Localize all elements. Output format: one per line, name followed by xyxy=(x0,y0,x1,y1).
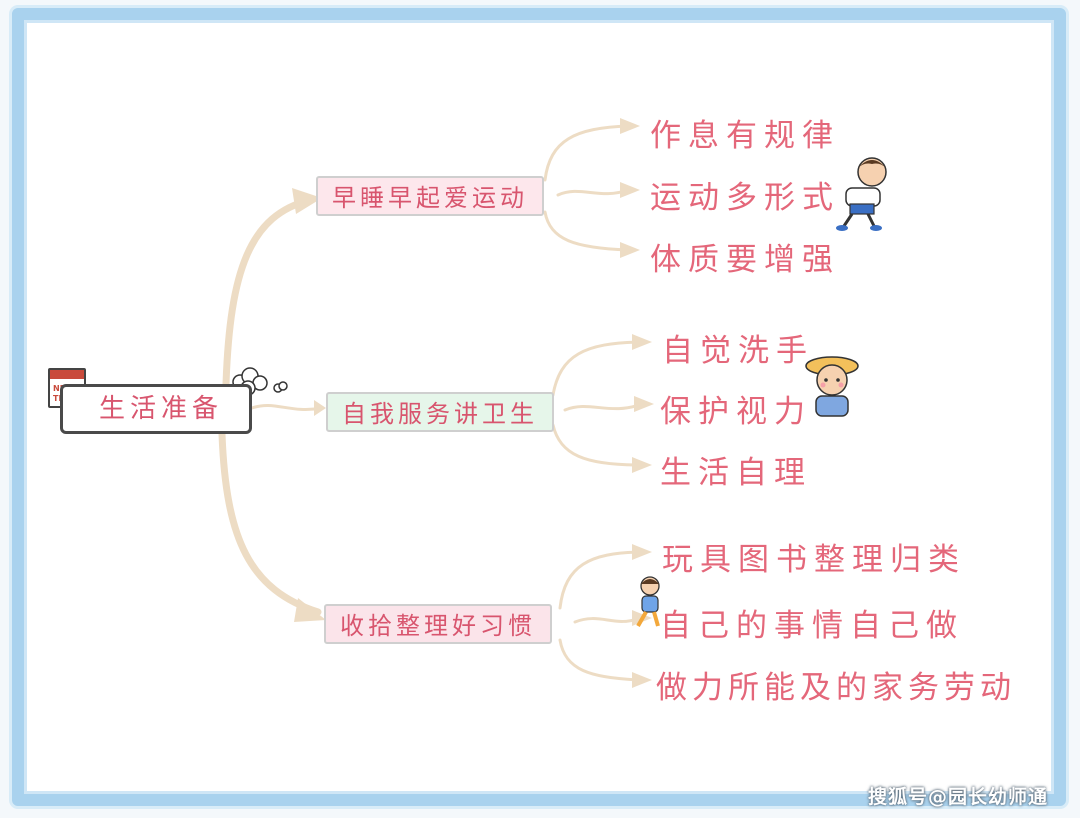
branch-3-tag: 收拾整理好习惯 xyxy=(324,604,552,644)
running-boy-icon xyxy=(836,157,887,231)
arrowhead-b3 xyxy=(294,598,326,622)
b1-child-2: 运动多形式 xyxy=(650,180,840,216)
b1-to-c1 xyxy=(543,124,630,182)
root-to-branch-1 xyxy=(222,196,314,388)
b2-child-1: 自觉洗手 xyxy=(662,333,814,369)
b3-child-1: 玩具图书整理归类 xyxy=(662,542,966,578)
branch-2-tag: 自我服务讲卫生 xyxy=(326,392,554,432)
b3-child-2: 自己的事情自己做 xyxy=(660,608,964,644)
b3-to-c3 xyxy=(558,638,642,682)
b2-child-3: 生活自理 xyxy=(660,455,812,491)
girl-with-hat-icon xyxy=(805,356,859,417)
b1-to-c2 xyxy=(556,188,630,197)
arrowhead-c xyxy=(632,334,652,350)
arrowhead-c xyxy=(632,457,652,473)
root-to-branch-3 xyxy=(218,430,322,616)
b3-child-3: 做力所能及的家务劳动 xyxy=(656,670,1016,706)
b1-child-3: 体质要增强 xyxy=(650,242,840,278)
walking-kid-icon xyxy=(636,576,660,627)
b2-to-c1 xyxy=(551,340,642,397)
arrowhead-c xyxy=(632,672,652,688)
arrowhead-c xyxy=(632,544,652,560)
root-node: 生活准备 xyxy=(60,384,252,434)
b2-child-2: 保护视力 xyxy=(660,394,812,430)
arrowhead-c xyxy=(634,396,654,412)
b1-to-c3 xyxy=(543,210,630,252)
root-to-branch-2 xyxy=(250,403,324,411)
b3-to-c1 xyxy=(558,550,642,610)
branch-1-tag: 早睡早起爱运动 xyxy=(316,176,544,216)
watermark: 搜狐号@园长幼师通 xyxy=(868,786,1049,808)
b1-child-1: 作息有规律 xyxy=(650,118,840,154)
arrowhead-c xyxy=(620,242,640,258)
b2-to-c3 xyxy=(551,423,642,467)
arrowhead-c xyxy=(620,118,640,134)
arrowhead-b1 xyxy=(292,188,322,214)
b2-to-c2 xyxy=(563,402,644,412)
arrowhead-c xyxy=(620,182,640,198)
arrowhead-b2 xyxy=(314,400,326,416)
